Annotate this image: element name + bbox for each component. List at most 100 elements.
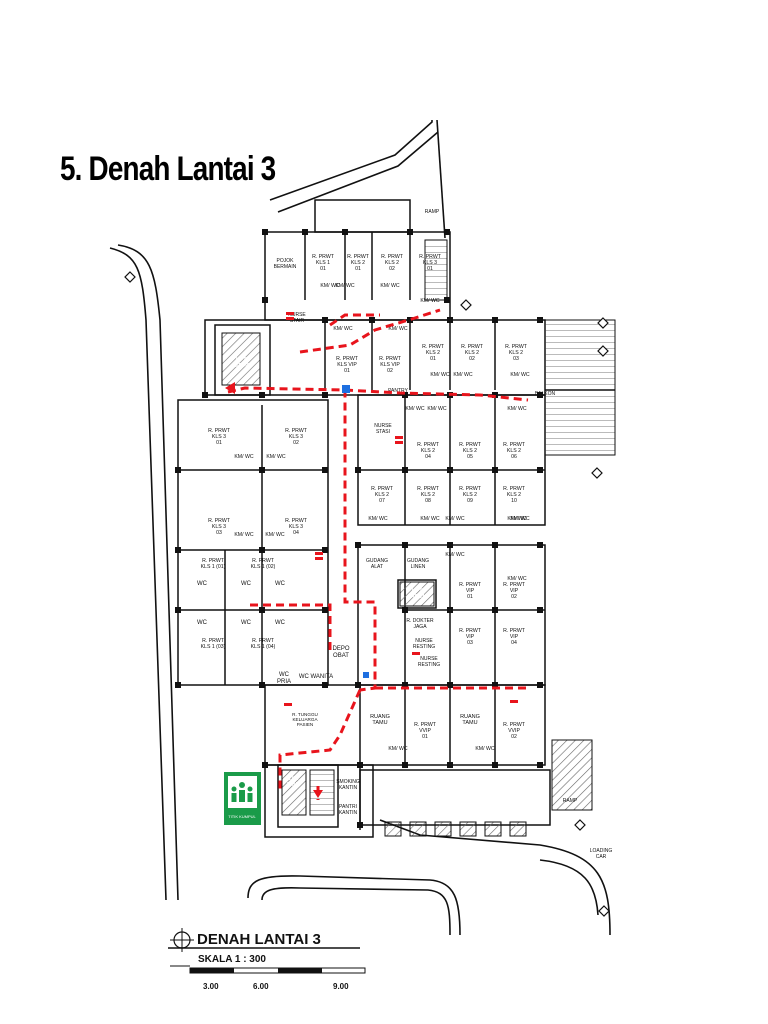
page-title: 5. Denah Lantai 3 <box>60 150 276 188</box>
column <box>444 229 450 235</box>
parking-tiles <box>384 821 527 837</box>
column <box>492 762 498 768</box>
km-wc-label: KM/ WC <box>333 326 353 332</box>
wc-label: WC <box>275 581 286 587</box>
scale-tick-2: 6.00 <box>253 982 269 991</box>
km-wc-label: KM/ WC <box>427 406 447 412</box>
km-wc-label: KM/ WC <box>265 532 285 538</box>
km-wc-label: KM/ WC <box>430 372 450 378</box>
evacuation-route <box>227 308 530 800</box>
column <box>322 317 328 323</box>
km-wc-label: KM/ WC <box>507 516 527 522</box>
column <box>447 467 453 473</box>
column <box>402 607 408 613</box>
column <box>444 297 450 303</box>
km-wc-label: KM/ WC <box>368 516 388 522</box>
km-wc-label: KM/ WC <box>475 746 495 752</box>
column <box>322 682 328 688</box>
km-wc-label: KM/ WC <box>335 283 355 289</box>
lift-cores <box>221 239 616 816</box>
column <box>537 542 543 548</box>
column <box>175 467 181 473</box>
km-wc-label: KM/ WC <box>420 516 440 522</box>
column <box>407 229 413 235</box>
column <box>357 762 363 768</box>
wc-label: WC <box>197 581 208 587</box>
column <box>259 607 265 613</box>
plan-caption-title: DENAH LANTAI 3 <box>197 931 321 948</box>
column <box>537 467 543 473</box>
km-wc-label: KM/ WC <box>510 516 530 522</box>
column <box>175 682 181 688</box>
km-wc-label: KM/ WC <box>380 283 400 289</box>
km-wc-label: KM/ WC <box>405 406 425 412</box>
column <box>447 317 453 323</box>
km-wc-label: KM/ WC <box>445 516 465 522</box>
column <box>262 762 268 768</box>
column <box>537 762 543 768</box>
column <box>492 392 498 398</box>
km-wc-label: KM/ WC <box>388 326 408 332</box>
km-wc-label: KM/ WC <box>266 454 286 460</box>
column <box>402 392 408 398</box>
column <box>402 467 408 473</box>
column <box>492 542 498 548</box>
column <box>447 542 453 548</box>
column <box>175 547 181 553</box>
column <box>302 229 308 235</box>
column <box>492 682 498 688</box>
km-wc-label: KM/ WC <box>445 552 465 558</box>
column <box>355 682 361 688</box>
column <box>402 762 408 768</box>
diamond-markers <box>124 271 610 917</box>
column <box>492 607 498 613</box>
column <box>259 682 265 688</box>
scale-tick-3: 9.00 <box>333 982 349 991</box>
column <box>259 467 265 473</box>
column <box>447 762 453 768</box>
km-wc-label: KM/ WC <box>507 576 527 582</box>
column <box>175 607 181 613</box>
evac-markers <box>225 312 518 798</box>
label-ramp-bottom: RAMP <box>563 798 578 804</box>
building-walls <box>177 199 551 838</box>
column <box>537 317 543 323</box>
plan-title-block: DENAH LANTAI 3 SKALA 1 : 300 3.00 6.00 9… <box>168 928 366 991</box>
column <box>355 542 361 548</box>
column <box>322 607 328 613</box>
